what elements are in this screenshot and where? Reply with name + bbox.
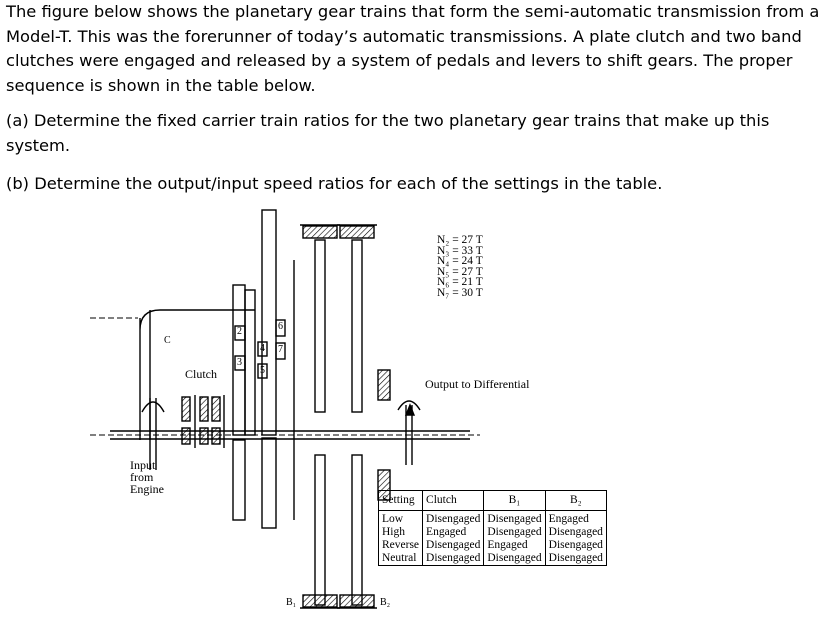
table-row: Low Disengaged Disengaged Engaged	[377, 510, 607, 526]
header-clutch: Clutch	[422, 490, 485, 511]
cell-clutch: Disengaged	[422, 539, 485, 552]
cell-b2: Disengaged	[544, 526, 607, 539]
input-label-line2: from	[130, 470, 154, 484]
output-label: Output to Differential	[425, 377, 530, 391]
input-label-line3: Engine	[130, 482, 164, 496]
cell-setting: High	[377, 526, 424, 539]
tooth-count-n7: N₇ = 30 T	[437, 286, 483, 299]
table-row: Neutral Disengaged Disengaged Disengaged	[377, 552, 607, 566]
tooth-count-n6: N₆ = 21 T	[437, 276, 483, 288]
part-a-label: (a)	[6, 111, 29, 130]
part-a: (a) Determine the fixed carrier train ra…	[6, 109, 826, 158]
cell-b1: Disengaged	[483, 526, 546, 539]
gear-4-label: 4	[260, 343, 265, 354]
cell-setting: Reverse	[377, 539, 424, 552]
part-b: (b) Determine the output/input speed rat…	[6, 172, 826, 197]
gear-6-label: 6	[278, 321, 283, 332]
input-label-line1: Input	[130, 458, 156, 472]
header-b2: B₂	[544, 490, 607, 511]
gear-blocks	[232, 209, 286, 529]
carrier-label: C	[164, 335, 171, 346]
clutch-plates	[181, 395, 225, 448]
tooth-count-n4: N₄ = 24 T	[437, 255, 483, 267]
header-setting: Setting	[377, 490, 424, 511]
carrier-arm	[139, 309, 255, 331]
cell-b2: Disengaged	[544, 539, 607, 552]
gear-3-label: 3	[237, 357, 242, 368]
part-a-text: Determine the fixed carrier train ratios…	[6, 111, 770, 155]
cell-setting: Low	[377, 510, 424, 526]
band-b2-label: B₂	[380, 597, 391, 608]
cell-b1: Disengaged	[483, 552, 546, 566]
cell-clutch: Disengaged	[422, 510, 485, 526]
clutch-label: Clutch	[185, 367, 217, 381]
input-label: Input from Engine	[130, 459, 164, 495]
drum-b1	[300, 224, 340, 609]
tooth-count-n2: N₂ = 27 T	[437, 234, 483, 246]
settings-table: Setting Clutch B₁ B₂ Low Disengaged Dise…	[377, 490, 607, 566]
gear-5-label: 5	[260, 365, 265, 376]
cell-b2: Engaged	[544, 510, 607, 526]
drum-b2	[337, 224, 377, 609]
cell-b1: Disengaged	[483, 510, 546, 526]
header-b1: B₁	[483, 490, 546, 511]
cell-b1: Engaged	[483, 539, 546, 552]
cell-b2: Disengaged	[544, 552, 607, 566]
part-b-text: Determine the output/input speed ratios …	[34, 174, 663, 193]
tooth-counts: N₂ = 27 T N₃ = 33 T N₄ = 24 T N₅ = 27 T …	[437, 235, 483, 298]
tooth-count-n5: N₅ = 27 T	[437, 265, 483, 278]
gear-7-label: 7	[278, 344, 283, 355]
tooth-count-n3: N₃ = 33 T	[437, 244, 483, 257]
problem-intro: The figure below shows the planetary gea…	[6, 2, 820, 95]
part-b-label: (b)	[6, 174, 30, 193]
table-row: Reverse Disengaged Engaged Disengaged	[377, 539, 607, 552]
table-row: High Engaged Disengaged Disengaged	[377, 526, 607, 539]
cell-clutch: Disengaged	[422, 552, 485, 566]
band-b1-label: B₁	[286, 597, 297, 608]
table-header: Setting Clutch B₁ B₂	[377, 490, 607, 511]
cell-clutch: Engaged	[422, 526, 485, 539]
gear-2-label: 2	[237, 326, 242, 337]
cell-setting: Neutral	[377, 552, 424, 566]
